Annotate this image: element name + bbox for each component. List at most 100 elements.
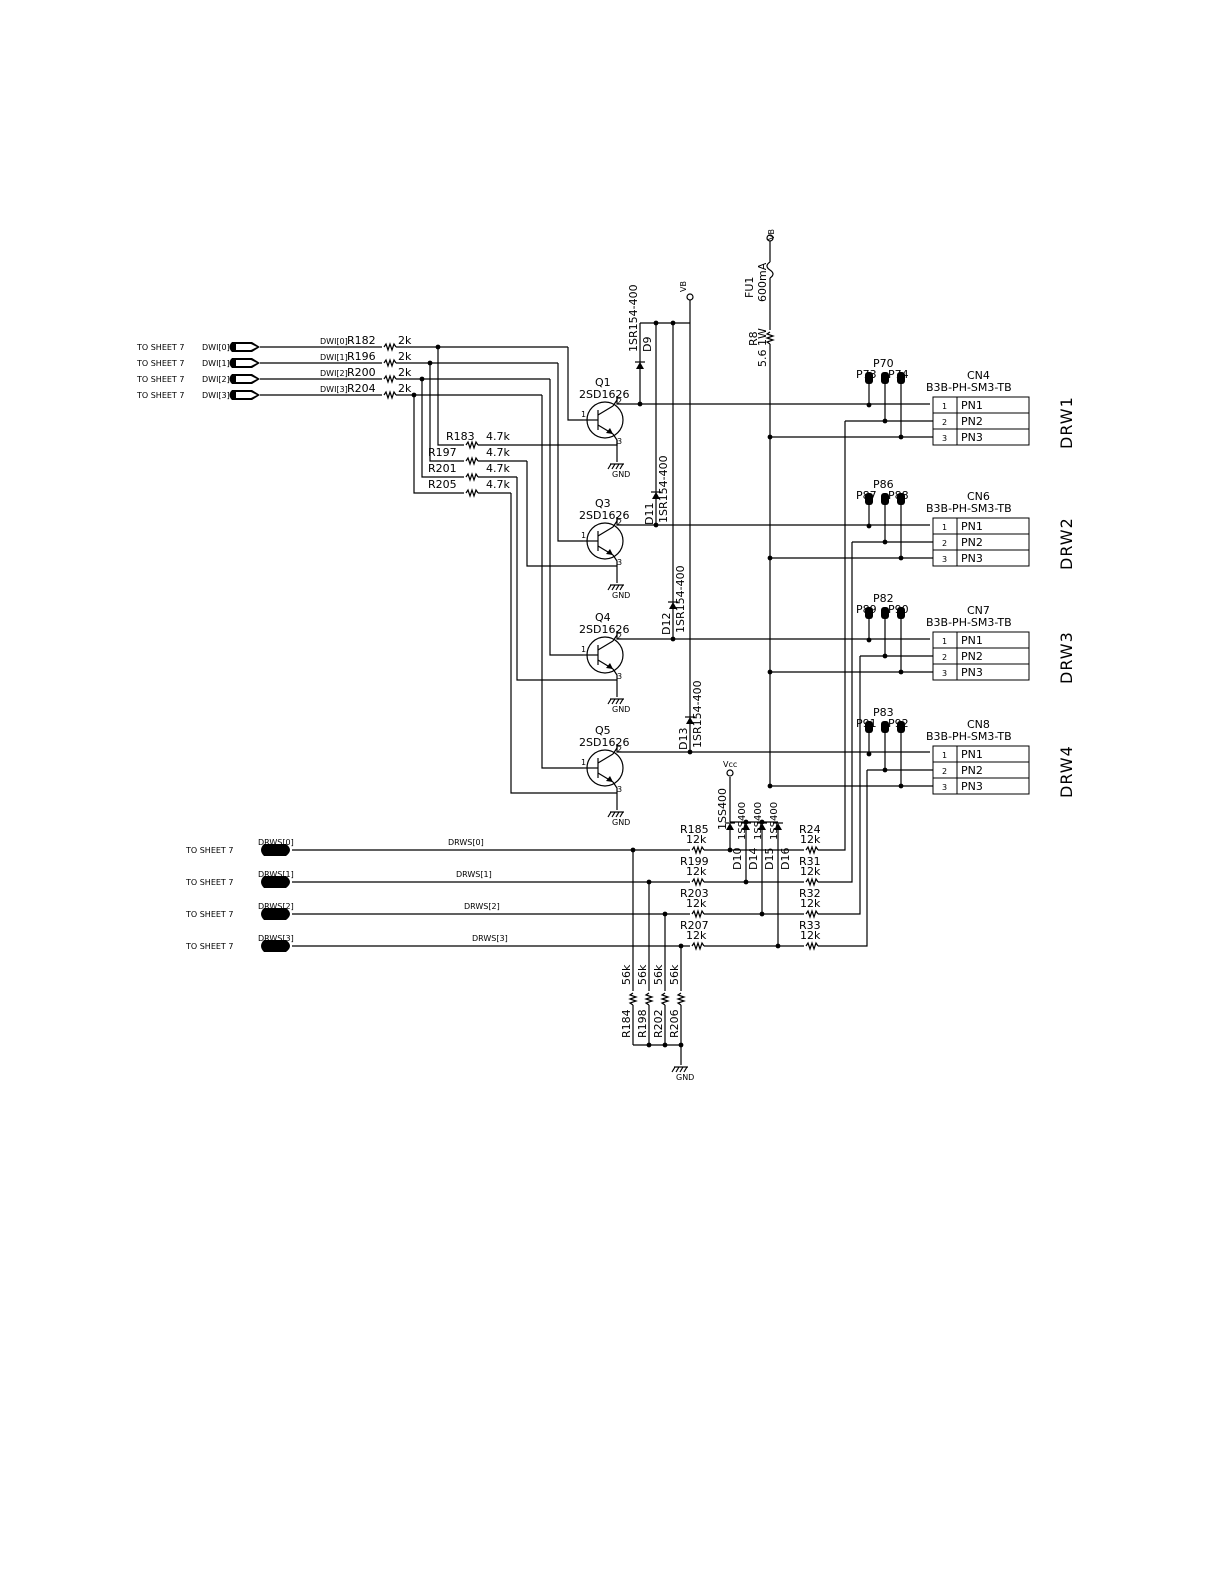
pulldown-wire xyxy=(510,493,617,794)
pulldown-wire xyxy=(437,347,464,446)
junction-dot xyxy=(866,523,872,529)
fuse-symbol xyxy=(766,261,774,279)
transistor-collector-lead xyxy=(597,405,614,416)
transistor-emitter-arrow xyxy=(606,428,613,434)
junction-dot xyxy=(866,637,872,643)
ground-symbol-hatch xyxy=(607,463,612,470)
resistor-symbol xyxy=(691,909,705,919)
diode-part: 1SR154-400 xyxy=(657,455,670,523)
testpoint-pad xyxy=(881,493,889,505)
sheet-reference: TO SHEET 7 xyxy=(185,846,233,855)
ground-symbol-hatch xyxy=(615,463,620,470)
sheet-reference: TO SHEET 7 xyxy=(185,910,233,919)
connector-pin-number: 2 xyxy=(942,539,947,548)
connector-part: B3B-PH-SM3-TB xyxy=(926,381,1012,394)
pin-number: 3 xyxy=(617,672,622,681)
connector-pin-number: 3 xyxy=(942,434,947,443)
resistor-value: 2k xyxy=(398,366,412,379)
port-body xyxy=(261,908,290,920)
resistor-value: 12k xyxy=(686,929,707,942)
net-label: DWI[3] xyxy=(320,385,348,394)
emitter-wire xyxy=(612,781,618,810)
resistor-symbol xyxy=(805,941,819,951)
ground-symbol-hatch xyxy=(619,584,624,591)
transistor-ref: Q4 xyxy=(595,611,611,624)
resistor-ref: R204 xyxy=(347,382,376,395)
fuse-ref: FU1 xyxy=(743,277,756,298)
pin-number: 1 xyxy=(581,531,586,540)
resistor-symbol xyxy=(644,992,654,1006)
resistor-value: 4.7k xyxy=(486,478,510,491)
port-name: DRWS[0] xyxy=(258,838,294,847)
connector-label: DRW1 xyxy=(1057,396,1076,449)
connector-label: DRW3 xyxy=(1057,631,1076,684)
resistor-value: 2k xyxy=(398,334,412,347)
junction-dot xyxy=(637,401,643,407)
pin-number: 2 xyxy=(617,518,622,527)
connector-pin-number: 2 xyxy=(942,418,947,427)
gnd-label: GND xyxy=(612,818,630,827)
resistor-symbol xyxy=(691,877,705,887)
port-name: DWI[3] xyxy=(202,391,230,400)
resistor-value: 56k xyxy=(620,964,633,985)
ground-symbol-hatch xyxy=(619,698,624,705)
junction-dot xyxy=(743,819,749,825)
testpoint-ref: P70 xyxy=(873,357,894,370)
port-window xyxy=(236,392,257,398)
junction-dot xyxy=(646,1042,652,1048)
net-label: DWI[0] xyxy=(320,337,348,346)
gnd-label: GND xyxy=(612,470,630,479)
emitter-wire xyxy=(612,554,618,583)
diode-part: 1SR154-400 xyxy=(691,680,704,748)
ground-symbol-hatch xyxy=(611,584,616,591)
resistor-ref: R183 xyxy=(446,430,475,443)
net-label: DRWS[1] xyxy=(456,870,492,879)
sense-wire xyxy=(818,770,868,947)
testpoint-pad xyxy=(865,607,873,619)
pulldown-wire xyxy=(526,461,617,567)
resistor-ref: R32 xyxy=(799,887,821,900)
resistor-ref: R185 xyxy=(680,823,709,836)
connector-part: B3B-PH-SM3-TB xyxy=(926,730,1012,743)
resistor-value: 12k xyxy=(686,833,707,846)
connector-pin-number: 1 xyxy=(942,523,947,532)
port-window xyxy=(236,376,257,382)
transistor-part: 2SD1626 xyxy=(579,509,629,522)
pin-number: 2 xyxy=(617,745,622,754)
ground-symbol-hatch xyxy=(683,1066,688,1073)
testpoint-pad xyxy=(897,721,905,733)
resistor-symbol xyxy=(805,877,819,887)
pulldown-wire xyxy=(516,477,617,681)
diode-part: 1SS400 xyxy=(753,802,764,840)
resistor-symbol xyxy=(805,909,819,919)
port-body xyxy=(261,876,290,888)
diode-symbol xyxy=(774,823,782,830)
junction-dot xyxy=(653,522,659,528)
collector-output-wire xyxy=(616,744,930,753)
connector-pin-name: PN1 xyxy=(961,748,983,761)
diode-ref: D11 xyxy=(643,503,656,525)
resistor-value: 4.7k xyxy=(486,462,510,475)
resistor-ref: R207 xyxy=(680,919,709,932)
pin-number: 1 xyxy=(581,645,586,654)
port-window xyxy=(236,344,257,350)
net-label: DWI[2] xyxy=(320,369,348,378)
net-label: DRWS[2] xyxy=(464,902,500,911)
ground-symbol-hatch xyxy=(619,811,624,818)
pin-number: 2 xyxy=(617,632,622,641)
testpoint-ref: P86 xyxy=(873,478,894,491)
ground-symbol-hatch xyxy=(615,698,620,705)
testpoint-ref: P82 xyxy=(873,592,894,605)
connector-ref: CN4 xyxy=(967,369,990,382)
junction-dot xyxy=(767,555,773,561)
pin-number: 3 xyxy=(617,558,622,567)
resistor-value: 12k xyxy=(686,897,707,910)
resistor-value: 12k xyxy=(800,897,821,910)
connector-ref: CN7 xyxy=(967,604,990,617)
ground-symbol-hatch xyxy=(615,584,620,591)
connector-pin-number: 1 xyxy=(942,402,947,411)
transistor-collector-lead xyxy=(597,753,614,764)
fuse-value: 600mA xyxy=(756,262,769,302)
connector-pin-number: 3 xyxy=(942,669,947,678)
testpoint-pad xyxy=(881,607,889,619)
